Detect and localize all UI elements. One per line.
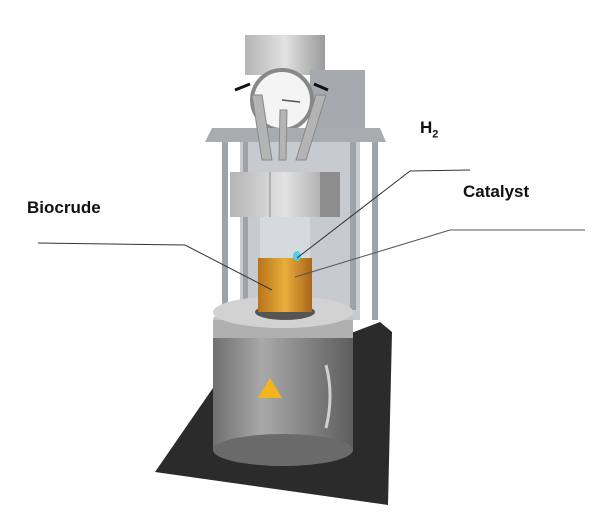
h2-label: H2: [420, 118, 438, 140]
biocrude-leader-line: [37, 242, 273, 291]
heater-jacket: [213, 320, 353, 450]
h2-label-main: H: [420, 118, 433, 137]
catalyst-label: Catalyst: [463, 182, 530, 201]
top-plate: [205, 128, 386, 142]
h2-leader-line: [296, 169, 471, 259]
h2-label-subscript: 2: [432, 128, 439, 141]
support-rods: [222, 140, 378, 320]
catalyst-leader-line: [294, 229, 585, 278]
biocrude-label: Biocrude: [27, 198, 101, 217]
catalyst-particle: [293, 251, 301, 261]
warning-triangle-icon: [258, 378, 282, 398]
